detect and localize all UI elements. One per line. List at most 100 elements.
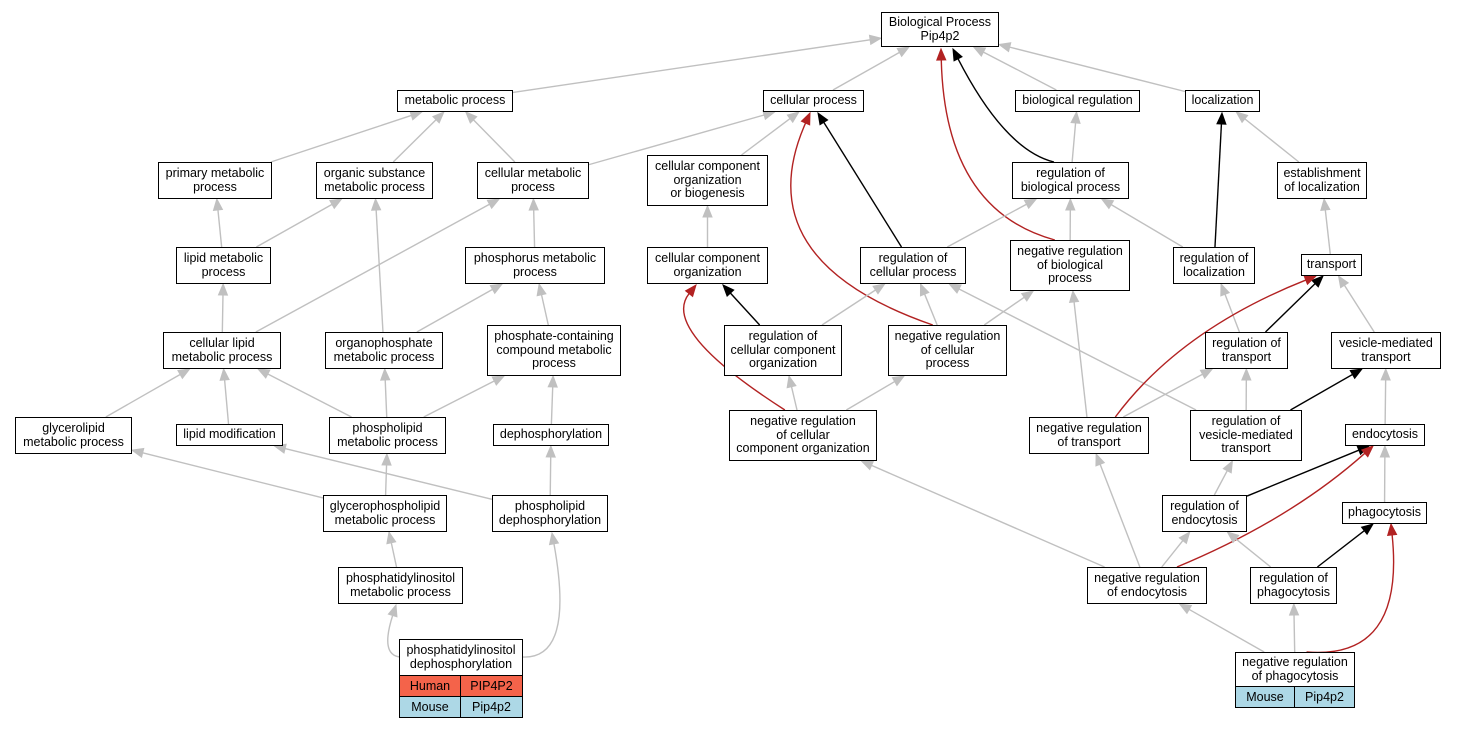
arrowhead-roe-to-rvmt — [1222, 459, 1234, 474]
arrowhead-rop-to-phago — [1360, 523, 1375, 536]
term-node-rcco[interactable]: regulation of cellular component organiz… — [724, 325, 842, 376]
term-node-br[interactable]: biological regulation — [1015, 90, 1140, 112]
edge-nrcco-to-cco — [683, 293, 786, 411]
term-node-eol[interactable]: establishment of localization — [1277, 162, 1367, 199]
term-node-pccmp[interactable]: phosphate-containing compound metabolic … — [487, 325, 621, 376]
arrowhead-pidp-to-pldp — [548, 531, 560, 546]
arrowhead-nrbp-to-bp — [936, 47, 947, 61]
term-node-phago[interactable]: phagocytosis — [1342, 502, 1427, 524]
term-node-tr[interactable]: transport — [1301, 254, 1362, 276]
term-node-glmp[interactable]: glycerolipid metabolic process — [15, 417, 132, 454]
term-node-pldp[interactable]: phospholipid dephosphorylation — [492, 495, 608, 532]
edge-pccmp-to-phmp — [540, 294, 549, 326]
term-node-lm[interactable]: lipid modification — [176, 424, 283, 446]
edge-cp-to-bp — [832, 51, 900, 91]
term-node-vmt[interactable]: vesicle-mediated transport — [1331, 332, 1441, 369]
edge-ccob-to-cp — [741, 118, 791, 156]
term-node-rbp[interactable]: regulation of biological process — [1012, 162, 1129, 199]
term-node-cp[interactable]: cellular process — [763, 90, 864, 112]
edge-nrtr-to-tr — [1114, 279, 1307, 418]
term-node-endo[interactable]: endocytosis — [1345, 424, 1425, 446]
arrowhead-cp-to-bp — [896, 46, 911, 58]
edge-rcp-to-rbp — [946, 203, 1027, 248]
edge-loc-to-bp — [1009, 46, 1186, 93]
arrowhead-nrtr-to-nrbp — [1068, 289, 1080, 304]
arrowhead-lm-to-clmp — [219, 367, 230, 381]
arrowhead-glmp-to-clmp — [177, 368, 191, 380]
term-node-clmp[interactable]: cellular lipid metabolic process — [163, 332, 281, 369]
edge-nrop-to-nroe — [1188, 608, 1265, 653]
edge-nroe-to-nrcco — [871, 464, 1105, 568]
arrowhead-nrcp-to-rcp — [919, 282, 930, 297]
arrowhead-cmp-to-mp — [464, 111, 478, 124]
term-node-nrcco[interactable]: negative regulation of cellular componen… — [729, 410, 877, 461]
edge-tr-to-eol — [1324, 209, 1331, 255]
arrowhead-clmp-to-lmp — [217, 282, 229, 296]
term-node-plmp[interactable]: phospholipid metabolic process — [329, 417, 446, 454]
term-node-rcp[interactable]: regulation of cellular process — [860, 247, 966, 284]
edge-cmp-to-mp — [472, 119, 516, 163]
edge-rol-to-loc — [1214, 123, 1223, 248]
arrowhead-mp-to-bp — [868, 34, 883, 46]
arrowhead-rop-to-roe — [1226, 531, 1240, 544]
term-node-loc[interactable]: localization — [1185, 90, 1260, 112]
term-node-phmp[interactable]: phosphorus metabolic process — [465, 247, 605, 284]
term-node-nrop[interactable]: negative regulation of phagocytosis — [1235, 652, 1355, 687]
edge-rtr-to-tr — [1265, 283, 1316, 333]
arrowhead-nrop-to-phago — [1386, 522, 1398, 536]
term-node-ccob[interactable]: cellular component organization or bioge… — [647, 155, 768, 206]
term-node-gplmp[interactable]: glycerophospholipid metabolic process — [323, 495, 447, 532]
edge-nrtr-to-rtr — [1122, 373, 1203, 418]
edge-plmp-to-opmp — [384, 379, 388, 418]
term-node-nrcp[interactable]: negative regulation of cellular process — [888, 325, 1007, 376]
arrowhead-nrcco-to-cco — [684, 283, 697, 298]
arrowhead-plmp-to-opmp — [379, 367, 391, 381]
term-node-pimp[interactable]: phosphatidylinositol metabolic process — [338, 567, 463, 604]
term-node-bp[interactable]: Biological Process Pip4p2 — [881, 12, 999, 47]
arrowhead-phmp-to-cmp — [528, 197, 539, 211]
arrowhead-pldp-to-dp — [545, 444, 556, 458]
term-node-pidp[interactable]: phosphatidylinositol dephosphorylation — [399, 639, 523, 676]
edge-clmp-to-lmp — [221, 294, 224, 333]
edge-nrtr-to-nrbp — [1073, 301, 1088, 418]
edge-nrbp-to-bp — [940, 59, 1055, 241]
term-node-opmp[interactable]: organophosphate metabolic process — [325, 332, 443, 369]
edge-rbp-to-bp — [957, 58, 1055, 163]
term-node-roe[interactable]: regulation of endocytosis — [1162, 495, 1247, 532]
term-node-rvmt[interactable]: regulation of vesicle-mediated transport — [1190, 410, 1302, 461]
species-cell: Mouse — [400, 696, 461, 717]
arrowhead-eol-to-loc — [1235, 111, 1249, 124]
arrowhead-lmp-to-osmp — [329, 198, 343, 210]
term-node-nrtr[interactable]: negative regulation of transport — [1029, 417, 1149, 454]
edge-rvmt-to-rcp — [958, 288, 1197, 411]
term-node-nroe[interactable]: negative regulation of endocytosis — [1087, 567, 1207, 604]
term-node-osmp[interactable]: organic substance metabolic process — [316, 162, 433, 199]
term-node-pmp[interactable]: primary metabolic process — [158, 162, 272, 199]
arrowhead-rcp-to-rbp — [1023, 198, 1038, 210]
arrowhead-rvmt-to-rcp — [948, 283, 962, 294]
arrowhead-pidp-to-pimp — [387, 603, 398, 618]
term-node-mp[interactable]: metabolic process — [397, 90, 513, 112]
edge-clmp-to-cmp — [255, 203, 490, 333]
term-node-dp[interactable]: dephosphorylation — [493, 424, 609, 446]
edge-nrop-to-phago — [1306, 534, 1395, 654]
edge-nrop-to-rop — [1293, 614, 1296, 653]
edge-lmp-to-pmp — [217, 209, 223, 248]
term-node-cmp[interactable]: cellular metabolic process — [477, 162, 589, 199]
term-node-rol[interactable]: regulation of localization — [1173, 247, 1255, 284]
edge-vmt-to-tr — [1343, 284, 1375, 333]
term-node-lmp[interactable]: lipid metabolic process — [176, 247, 271, 284]
arrowhead-gplmp-to-plmp — [381, 452, 392, 466]
edge-nrcp-to-cp — [790, 122, 933, 326]
arrowhead-nroe-to-endo — [1360, 445, 1374, 458]
term-node-nrbp[interactable]: negative regulation of biological proces… — [1010, 240, 1130, 291]
edge-osmp-to-mp — [392, 119, 437, 163]
edge-eol-to-loc — [1244, 118, 1300, 163]
arrowhead-dp-to-pccmp — [547, 374, 558, 388]
term-node-rop[interactable]: regulation of phagocytosis — [1250, 567, 1337, 604]
term-node-rtr[interactable]: regulation of transport — [1205, 332, 1288, 369]
arrowhead-opmp-to-osmp — [370, 197, 382, 211]
term-node-cco[interactable]: cellular component organization — [647, 247, 768, 284]
